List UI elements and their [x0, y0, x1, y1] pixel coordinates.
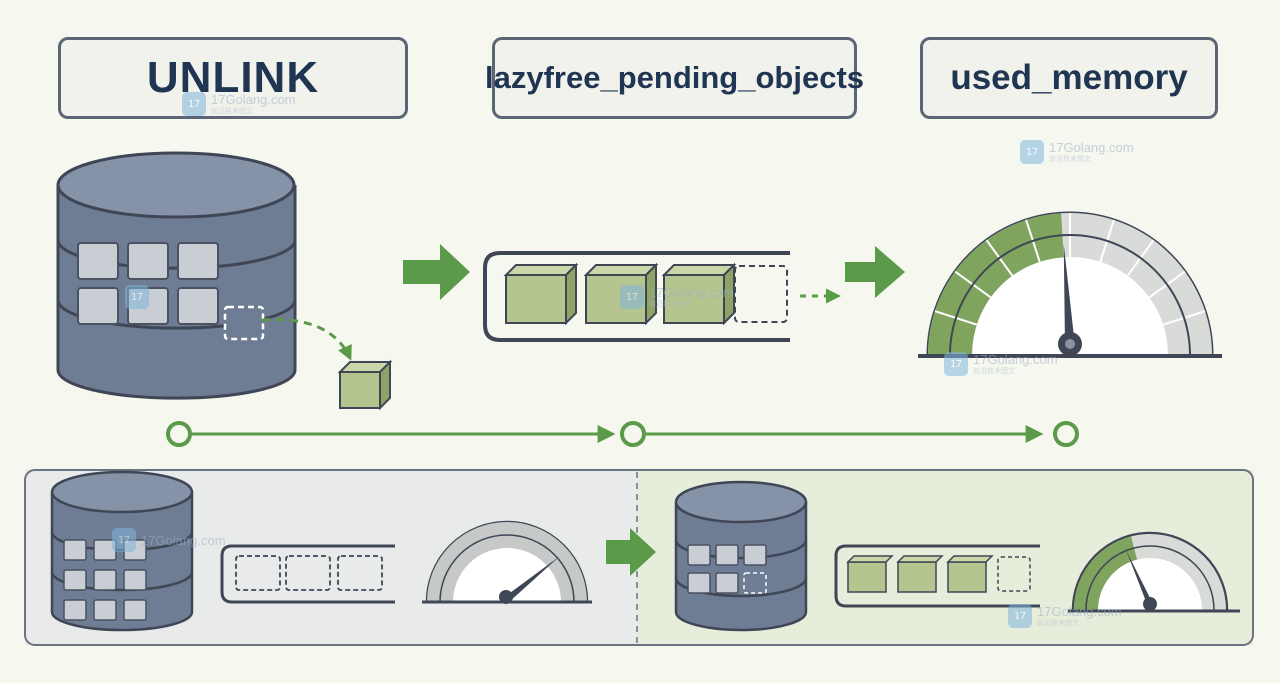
- pending-objects-label-text: lazyfree_pending_objects: [485, 60, 865, 95]
- queue-icon: [220, 544, 395, 604]
- arrow-icon: [845, 246, 905, 298]
- database-icon: [674, 480, 808, 632]
- used-memory-label: used_memory: [920, 37, 1218, 119]
- move-arrow: [261, 317, 352, 361]
- gauge-icon: [918, 211, 1222, 358]
- gauge-icon: [1068, 531, 1240, 613]
- timeline: [166, 421, 1079, 447]
- queue-icon: [834, 544, 1040, 608]
- unlink-label: UNLINK: [58, 37, 408, 119]
- unlink-label-text: UNLINK: [146, 53, 320, 102]
- object-cube-icon: [337, 359, 393, 411]
- gauge-icon: [422, 520, 592, 604]
- pending-objects-label: lazyfree_pending_objects: [485, 37, 864, 119]
- timeline-node-icon: [1053, 421, 1079, 447]
- database-icon: [50, 470, 194, 632]
- queue-icon: [483, 251, 790, 342]
- database-icon: [56, 151, 297, 400]
- timeline-node-icon: [166, 421, 192, 447]
- arrow-icon: [403, 244, 470, 300]
- timeline-node-icon: [620, 421, 646, 447]
- used-memory-label-text: used_memory: [950, 58, 1188, 97]
- arrow-icon: [606, 528, 656, 576]
